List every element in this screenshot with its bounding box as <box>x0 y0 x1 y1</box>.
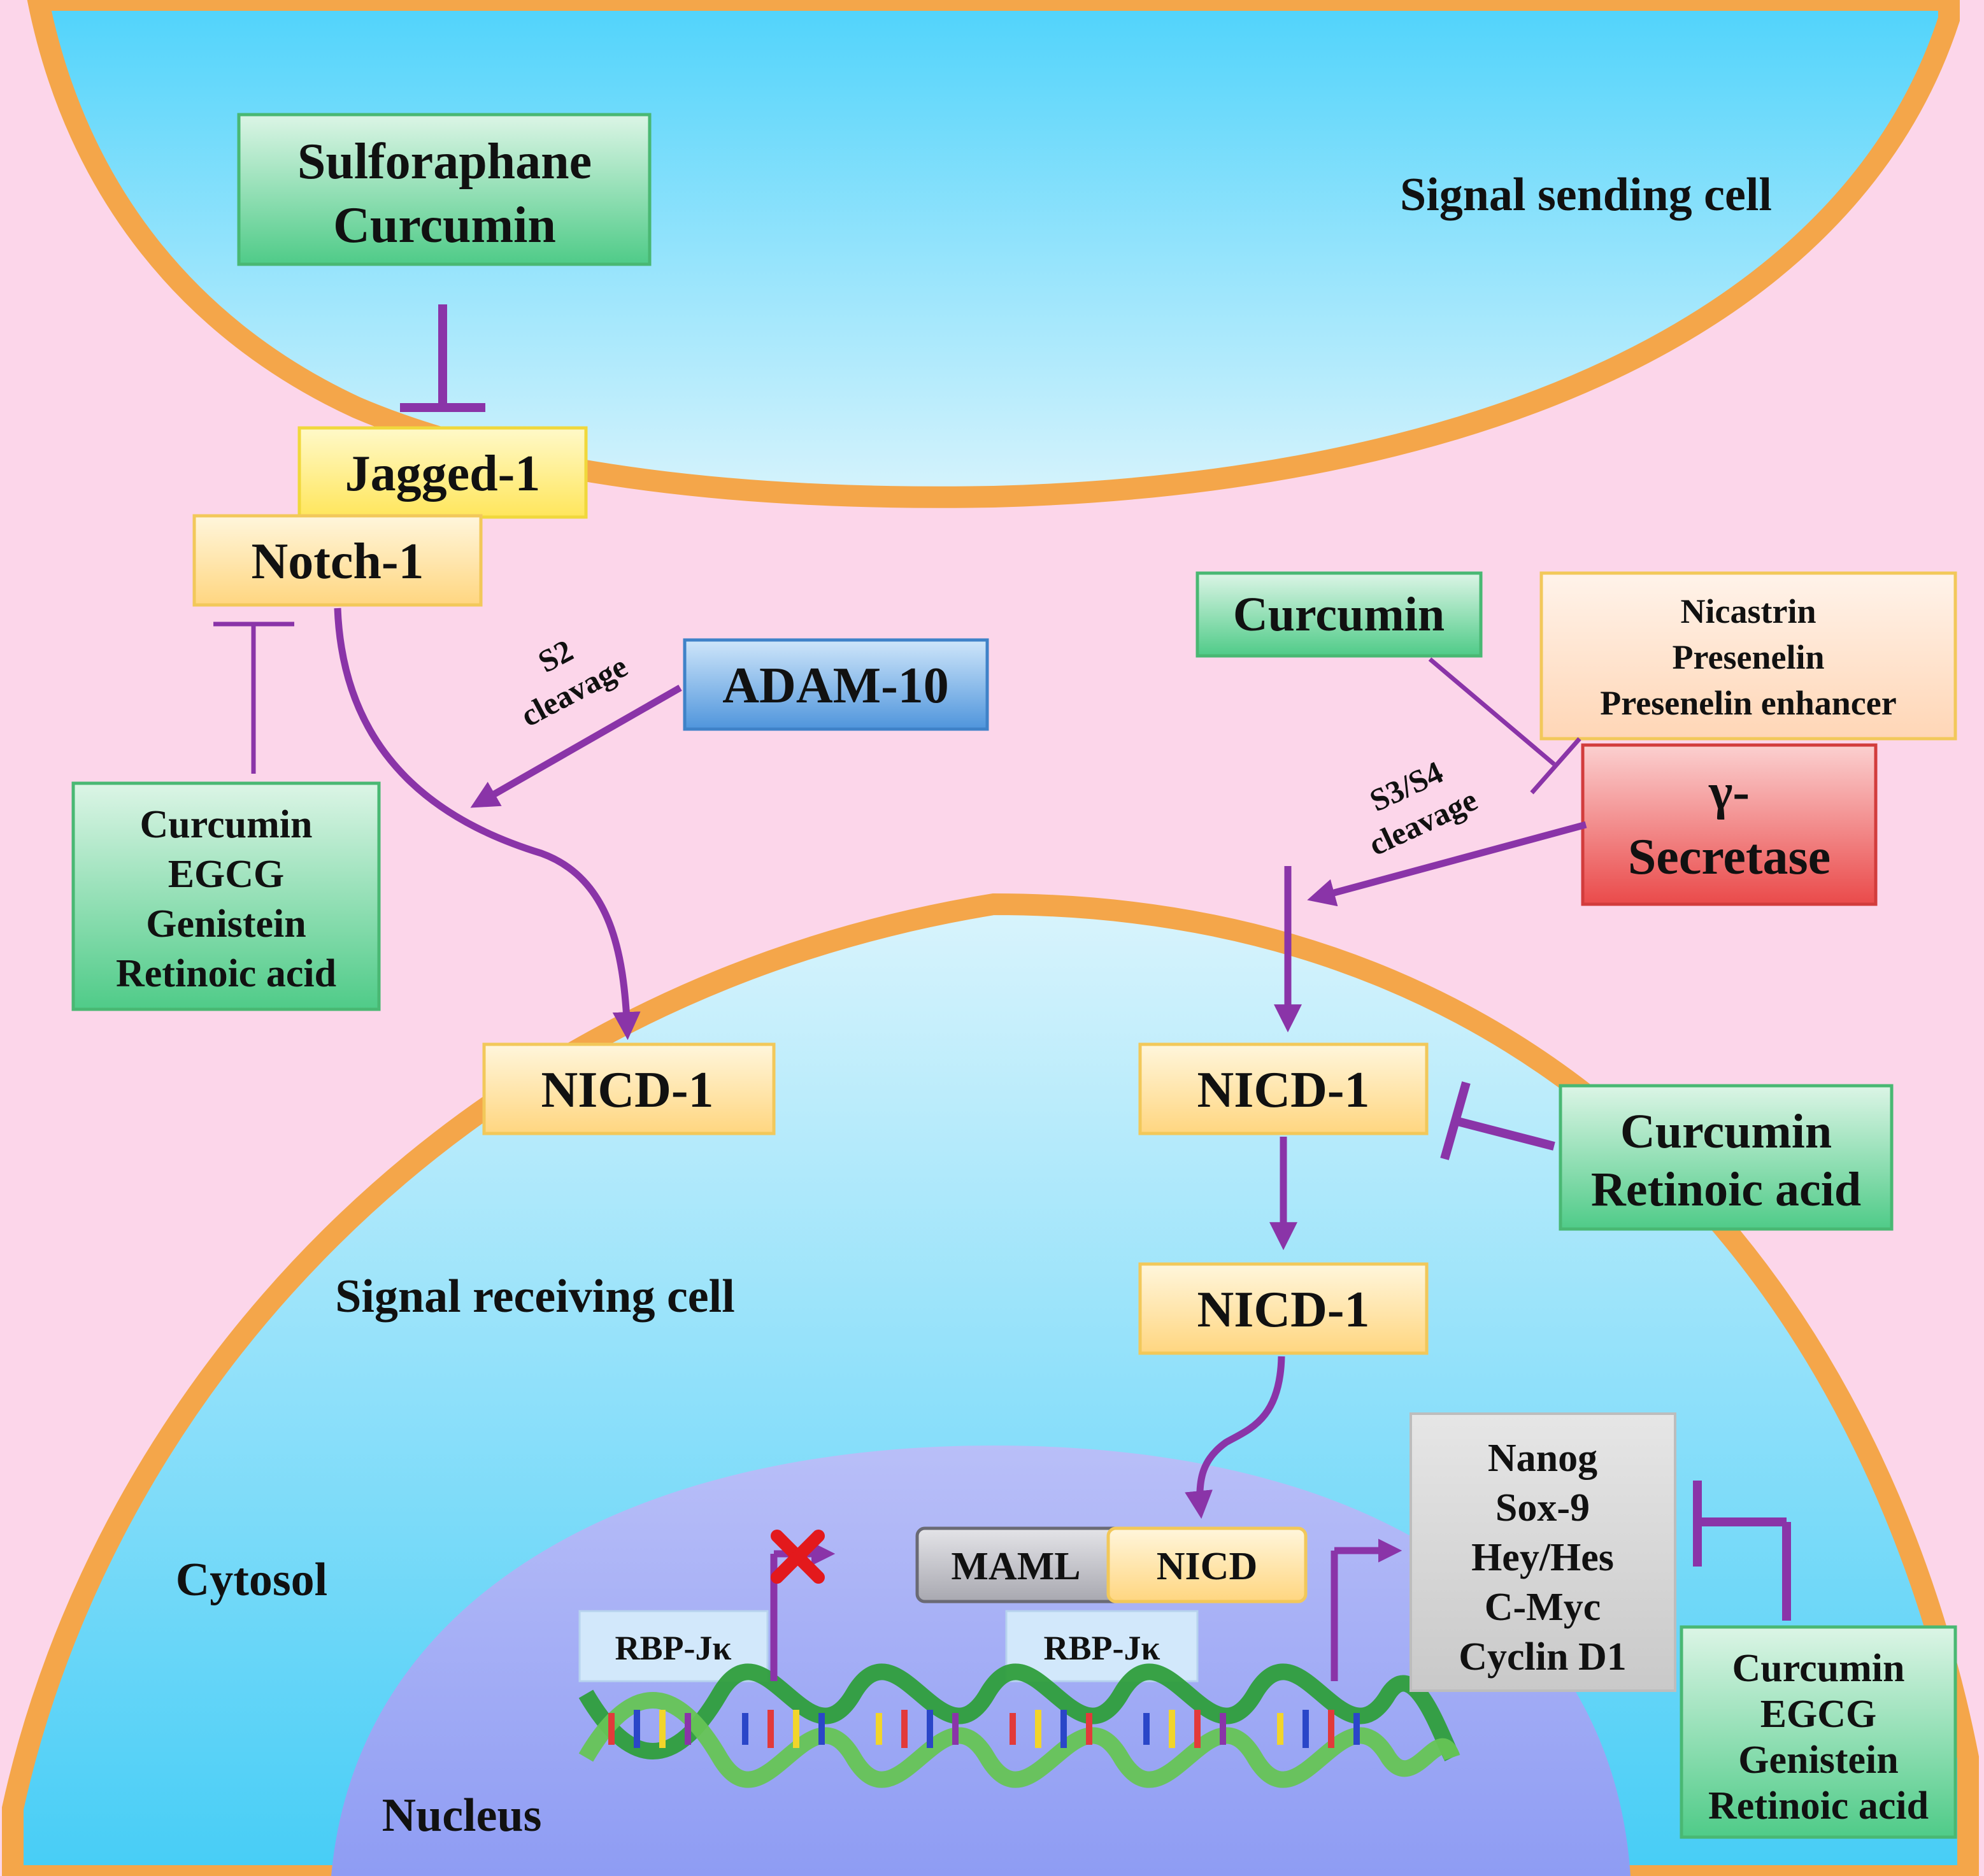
arrow-adam-to-notch <box>470 685 682 808</box>
maml-box: MAML <box>915 1526 1123 1603</box>
nicd-1-right-2-label: NICD-1 <box>1197 1282 1369 1338</box>
nicd-complex-box: NICD <box>1106 1526 1308 1603</box>
sulforaphane-label: Sulforaphane <box>297 134 592 190</box>
inhibit-jagged <box>400 304 485 412</box>
left-inhibitor-3: Genistein <box>146 902 306 946</box>
nicd-inhibitor-1: Curcumin <box>1620 1105 1832 1158</box>
left-inhibitor-4: Retinoic acid <box>116 952 336 995</box>
target-gene-1: Nanog <box>1488 1437 1597 1480</box>
target-inhibitor-4: Retinoic acid <box>1708 1784 1929 1828</box>
presenelin-label: Presenelin <box>1673 638 1825 676</box>
inhibit-nicd <box>1440 1081 1555 1160</box>
rbp-right-label: RBP-Jκ <box>1044 1629 1160 1667</box>
inhibit-notch <box>213 622 294 774</box>
active-transcription-arrow <box>1331 1538 1402 1681</box>
maml-label: MAML <box>951 1545 1080 1588</box>
nucleus-label: Nucleus <box>382 1789 542 1842</box>
secretase-components-box: Nicastrin Presenelin Presenelin enhancer <box>1539 571 1957 741</box>
inhibit-targets <box>1693 1481 1791 1621</box>
target-inhibitors-box: Curcumin EGCG Genistein Retinoic acid <box>1680 1625 1957 1839</box>
arrow-nicd-to-complex <box>1185 1356 1285 1519</box>
nicd-1-right-2-box: NICD-1 <box>1138 1262 1429 1355</box>
sulforaphane-curcumin-box: Sulforaphane Curcumin <box>237 113 652 266</box>
nicd-complex-label: NICD <box>1157 1545 1257 1588</box>
nicd-1-left-label: NICD-1 <box>541 1062 713 1118</box>
blocked-x-icon <box>771 1530 825 1584</box>
cytosol-label: Cytosol <box>176 1554 327 1606</box>
secretase-label: Secretase <box>1628 829 1831 885</box>
rbp-left-label: RBP-Jκ <box>615 1629 732 1667</box>
nicd-inhibitor-2: Retinoic acid <box>1591 1163 1861 1216</box>
target-gene-2: Sox-9 <box>1495 1486 1590 1530</box>
jagged-1-box: Jagged-1 <box>297 426 588 519</box>
curcumin-gamma-box: Curcumin <box>1195 571 1483 658</box>
dna-helix <box>578 1663 1460 1788</box>
target-gene-4: C-Myc <box>1485 1586 1601 1629</box>
nicd-1-right-label: NICD-1 <box>1197 1062 1369 1118</box>
adam-10-label: ADAM-10 <box>722 658 948 714</box>
sending-cell-label: Signal sending cell <box>1400 169 1772 221</box>
target-inhibitor-1: Curcumin <box>1732 1647 1904 1690</box>
curcumin-gamma-label: Curcumin <box>1233 588 1445 641</box>
gamma-label: γ- <box>1708 764 1750 820</box>
left-inhibitor-1: Curcumin <box>139 803 312 846</box>
left-inhibitor-2: EGCG <box>168 853 285 896</box>
target-genes-box: Nanog Sox-9 Hey/Hes C-Myc Cyclin D1 <box>1409 1412 1676 1692</box>
jagged-1-label: Jagged-1 <box>345 446 541 502</box>
notch-1-box: Notch-1 <box>192 514 483 607</box>
target-gene-3: Hey/Hes <box>1471 1536 1614 1579</box>
target-inhibitor-2: EGCG <box>1760 1693 1877 1736</box>
curcumin-label: Curcumin <box>333 197 556 253</box>
presenelin-enhancer-label: Presenelin enhancer <box>1600 684 1896 722</box>
nicastrin-label: Nicastrin <box>1681 592 1816 630</box>
gamma-secretase-box: γ- Secretase <box>1581 743 1878 906</box>
target-inhibitor-3: Genistein <box>1738 1738 1898 1782</box>
arrow-notch-to-nicd <box>334 608 641 1041</box>
nicd-inhibitors-box: Curcumin Retinoic acid <box>1559 1084 1894 1231</box>
nicd-1-right-box: NICD-1 <box>1138 1042 1429 1135</box>
nicd-1-left-box: NICD-1 <box>482 1042 776 1135</box>
receiving-cell-label: Signal receiving cell <box>335 1270 735 1323</box>
inhibit-gamma-secretase <box>1428 657 1581 795</box>
arrow-secretase-to-membrane <box>1307 821 1587 907</box>
notch-1-label: Notch-1 <box>251 534 424 590</box>
adam-10-box: ADAM-10 <box>683 638 989 731</box>
left-inhibitors-box: Curcumin EGCG Genistein Retinoic acid <box>71 781 381 1011</box>
target-gene-5: Cyclin D1 <box>1459 1635 1627 1679</box>
